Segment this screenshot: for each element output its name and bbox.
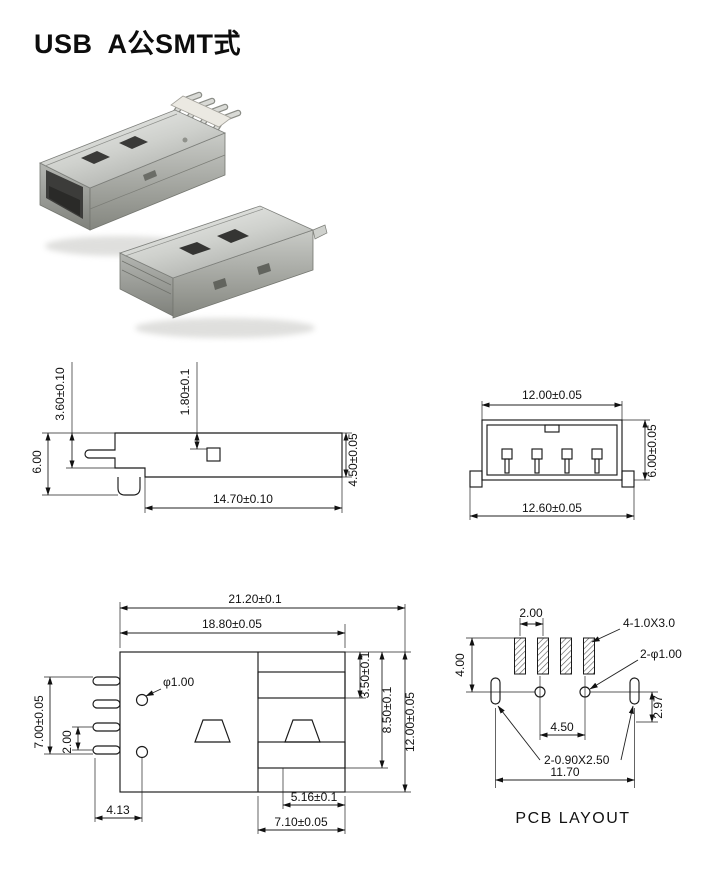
- connector-1-opening-tongue: [49, 186, 80, 216]
- dim-label-3-60: 3.60±0.10: [53, 367, 67, 421]
- connector-1-weld-spot: [182, 137, 188, 143]
- connector-1-plastic-end: [170, 95, 232, 128]
- dim-label-4-50: 4.50±0.05: [346, 433, 360, 487]
- dim-label-2-97: 2.97: [651, 695, 665, 719]
- connector-1-seam: [44, 113, 178, 167]
- side-view-outline: [84, 432, 343, 496]
- dim-label-hole-span: 4.50: [550, 720, 574, 734]
- dim-label-6-00: 6.00: [30, 450, 44, 474]
- pcb-layout-caption: PCB LAYOUT: [515, 810, 630, 827]
- top-view-extension-lines: [44, 602, 411, 834]
- dim-label-7-10: 7.10±0.05: [274, 815, 328, 829]
- dim-label-18-80: 18.80±0.05: [202, 617, 262, 631]
- dim-label-hole-diameter: φ1.00: [163, 675, 194, 689]
- connector-1: [39, 91, 242, 231]
- dim-label-11-70: 11.70: [550, 765, 579, 779]
- connector-1-top-face: [39, 109, 227, 189]
- connector-2-spring-tab-2: [257, 263, 271, 275]
- label-hole-size: 2-φ1.00: [640, 647, 682, 661]
- connector-2-shell-hole-2: [217, 229, 249, 243]
- dim-label-4-00: 4.00: [453, 653, 467, 677]
- dim-label-6-00-height: 6.00±0.05: [645, 424, 659, 478]
- front-view-dimension-lines: [469, 402, 648, 519]
- product-photo: [39, 91, 328, 338]
- label-slot-size: 2-0.90X2.50: [544, 753, 610, 767]
- dim-label-5-16: 5.16±0.1: [291, 790, 338, 804]
- dim-label-12-00-width: 12.00±0.05: [403, 692, 417, 752]
- connector-1-side-seam: [89, 154, 226, 210]
- dim-label-14-70: 14.70±0.10: [213, 492, 273, 506]
- top-view-dimension-lines: [47, 605, 408, 833]
- dim-label-pad-pitch: 2.00: [519, 606, 543, 620]
- dim-label-12-00-top: 12.00±0.05: [522, 388, 582, 402]
- pcb-dimension-lines: [469, 621, 655, 783]
- front-view-outline: [469, 419, 635, 488]
- connector-2-end-detail-1: [121, 260, 172, 286]
- dim-label-8-50: 8.50±0.1: [380, 686, 394, 733]
- dim-label-4-13: 4.13: [106, 803, 130, 817]
- connector-2-end-detail-2: [121, 269, 172, 295]
- dim-label-3-50: 3.50±0.1: [358, 651, 372, 698]
- pcb-holes-and-slots: [490, 677, 640, 705]
- top-view-drawing: 21.20±0.1 18.80±0.05 7.00±0.05 2.00 φ1.0…: [32, 592, 417, 834]
- dim-label-2-00-pitch: 2.00: [60, 730, 74, 754]
- connector-2-seam: [124, 208, 264, 257]
- connector-2-latch: [312, 224, 328, 240]
- connector-1-shell-hole-2: [119, 136, 148, 149]
- connector-2-spring-tab-1: [213, 278, 227, 290]
- dim-label-1-80: 1.80±0.1: [178, 368, 192, 415]
- side-view-drawing: 3.60±0.10 1.80±0.1 6.00 4.50±0.05 14.70±…: [30, 362, 360, 513]
- connector-2-shell-hole-1: [179, 242, 211, 255]
- connector-1-shell-hole-1: [81, 151, 110, 164]
- connector-2: [118, 205, 328, 319]
- pcb-layout-drawing: 2.00 4-1.0X3.0 2-φ1.00 4.00 2.97 4.50 2-…: [453, 606, 682, 827]
- pcb-pads: [514, 637, 595, 675]
- side-view-dimension-lines: [45, 432, 349, 511]
- label-pad-size: 4-1.0X3.0: [623, 616, 675, 630]
- front-view-drawing: 12.00±0.05 6.00±0.05 12.60±0.05: [469, 388, 659, 520]
- pcb-extension-lines: [466, 618, 658, 788]
- connector-2-top-face: [118, 205, 315, 279]
- page-title: USB A公SMT式: [34, 29, 241, 59]
- dim-label-7-00: 7.00±0.05: [32, 695, 46, 749]
- dim-label-12-60: 12.60±0.05: [522, 501, 582, 515]
- dim-label-21-20: 21.20±0.1: [228, 592, 282, 606]
- top-view-outline: [92, 651, 346, 793]
- connector-1-spring-tab: [143, 170, 157, 181]
